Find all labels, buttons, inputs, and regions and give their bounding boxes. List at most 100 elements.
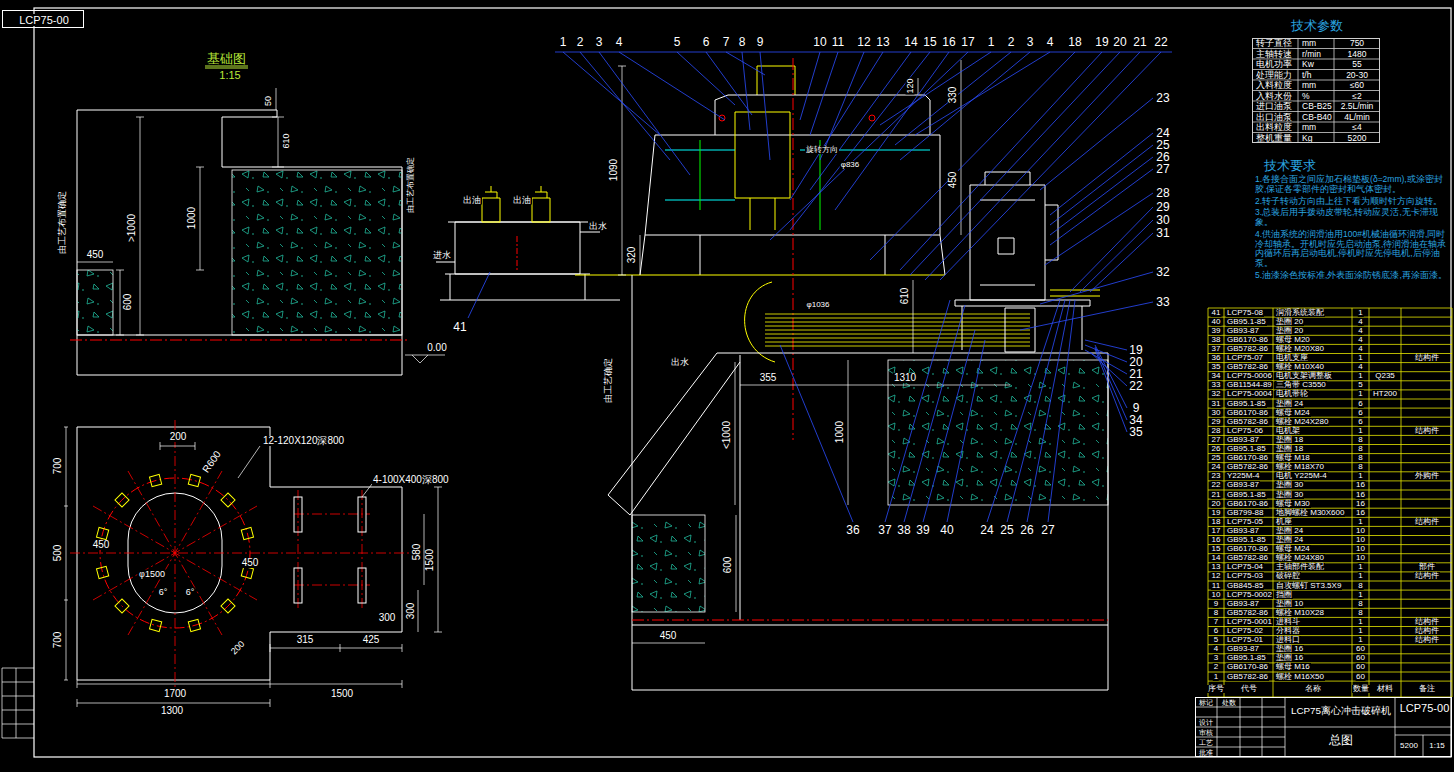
table-cell: 机座 <box>1275 518 1293 526</box>
tag-text: LCP75-00 <box>19 14 69 26</box>
table-header: 序号 <box>1207 685 1225 693</box>
dimension-text: 1090 <box>609 158 619 182</box>
callout-number: 4 <box>615 36 624 48</box>
table-cell: 螺母 M30 <box>1275 500 1311 508</box>
table-cell: 分料器 <box>1275 627 1301 635</box>
table-cell: 螺栓 M20X80 <box>1275 345 1325 353</box>
table-cell: LCP75-08 <box>1226 309 1264 317</box>
dimension-text: 700 <box>53 457 63 476</box>
table-cell: 1 <box>1357 372 1363 380</box>
ground-line <box>632 625 1108 626</box>
item-number: 30 <box>1211 409 1222 417</box>
table-cell: 6 <box>1357 400 1363 408</box>
note-text: 旋转方向 <box>805 146 839 154</box>
table-cell: 进料口 <box>1275 636 1301 644</box>
anchor-holes <box>96 474 253 631</box>
requirements-block: 1.各接合面之间应加石棉垫板(δ=2mm),或涂密封胶,保证各零部件的密封和气体… <box>1255 175 1449 283</box>
dimension-text: 700 <box>53 631 63 650</box>
table-cell: 螺母 M24 <box>1275 545 1311 553</box>
center-line <box>517 236 518 272</box>
table-cell: GB93-87 <box>1226 600 1260 608</box>
table-cell: 10 <box>1355 554 1366 562</box>
note-text: 4.供油系统的润滑油用100#机械油循环润滑,同时冷却轴承。开机时应先启动油泵,… <box>1255 230 1449 269</box>
v-belts <box>765 314 1030 346</box>
table-cell: GB93-87 <box>1226 645 1260 653</box>
table-cell: GB5782-86 <box>1226 554 1269 562</box>
dimension-text: φ836 <box>840 161 861 169</box>
table-cell: mm <box>1301 123 1317 132</box>
table-cell: 外购件 <box>1414 472 1440 480</box>
item-number: 11 <box>1211 582 1221 590</box>
table-cell: Kw <box>1301 60 1315 69</box>
callout-number: 5 <box>673 36 682 48</box>
table-cell: GB5782-86 <box>1226 609 1269 617</box>
table-cell: GB93-87 <box>1226 327 1260 335</box>
table-cell: GB93-87 <box>1226 481 1260 489</box>
table-cell: 60 <box>1355 663 1366 671</box>
table-cell: 电机架 <box>1275 427 1301 435</box>
callout-number: 22 <box>1153 36 1168 48</box>
item-number: 22 <box>1211 481 1222 489</box>
table-cell: 处理能力 <box>1255 71 1293 80</box>
table-cell: 55 <box>1351 60 1362 69</box>
callout-number: 3 <box>1026 36 1035 48</box>
callout-number: 21 <box>1128 368 1143 380</box>
callout-number: 23 <box>1155 92 1170 104</box>
item-number: 13 <box>1211 563 1222 571</box>
callout-number: 20 <box>1128 356 1143 368</box>
table-cell: 5 <box>1357 381 1363 389</box>
item-number: 16 <box>1211 536 1222 544</box>
rotor-section <box>735 112 790 230</box>
dimension-text: 580 <box>412 543 422 562</box>
table-cell: 1 <box>1357 427 1363 435</box>
anchor-slots <box>294 497 366 603</box>
dimension-text: 320 <box>627 246 637 265</box>
table-cell: 4 <box>1357 336 1363 344</box>
dimension-text: <1000 <box>722 420 732 450</box>
concrete-block <box>77 270 113 335</box>
anchor-slot <box>294 497 302 532</box>
table-cell: LCP75-04 <box>1226 563 1264 571</box>
note-text: 由工艺确定 <box>604 357 613 404</box>
foundation-outline <box>77 110 402 375</box>
table-cell: 1480 <box>1347 50 1368 59</box>
title-cell: 审核 <box>1198 729 1214 736</box>
table-cell: 8 <box>1357 454 1363 462</box>
dimension-lines <box>618 60 1010 643</box>
table-cell: CB-B40 <box>1301 113 1333 122</box>
callout-number: 37 <box>877 524 892 536</box>
table-header: 数量 <box>1352 685 1370 693</box>
table-cell: 1 <box>1357 591 1363 599</box>
parts-list-grid <box>1208 308 1452 697</box>
callout-number: 27 <box>1040 524 1055 536</box>
table-cell: 16 <box>1355 509 1366 517</box>
table-cell: 螺母 M20 <box>1275 336 1311 344</box>
title-cell: 5200 <box>1399 742 1419 750</box>
dimension-text: 6° <box>185 588 196 597</box>
table-cell: 螺栓 M24X280 <box>1275 418 1329 426</box>
callout-number: 24 <box>1155 127 1170 139</box>
item-number: 34 <box>1211 372 1222 380</box>
dimension-text: R600 <box>200 449 223 476</box>
callout-number: 19 <box>1128 344 1143 356</box>
table-cell: 垫圈 16 <box>1275 654 1304 662</box>
table-cell: 4 <box>1357 327 1363 335</box>
dimension-text: 50 <box>264 95 273 107</box>
ground-line <box>77 335 402 336</box>
dimension-text: 450 <box>659 631 678 641</box>
item-number: 17 <box>1211 527 1222 535</box>
drawing-number: LCP75-00 <box>1400 702 1450 714</box>
table-cell: 垫圈 24 <box>1275 400 1304 408</box>
port-label: 出水 <box>670 358 690 367</box>
item-number: 1 <box>1213 673 1219 681</box>
table-cell: 6 <box>1357 418 1363 426</box>
table-cell: 1 <box>1357 627 1363 635</box>
table-cell: 8 <box>1357 436 1363 444</box>
table-cell: 垫圈 18 <box>1275 436 1304 444</box>
table-cell: 螺母 M18 <box>1275 454 1311 462</box>
table-cell: GB95.1-85 <box>1226 445 1267 453</box>
callout-number: 21 <box>1132 36 1147 48</box>
callout-number: 11 <box>831 36 845 48</box>
callout-number: 41 <box>452 321 467 333</box>
